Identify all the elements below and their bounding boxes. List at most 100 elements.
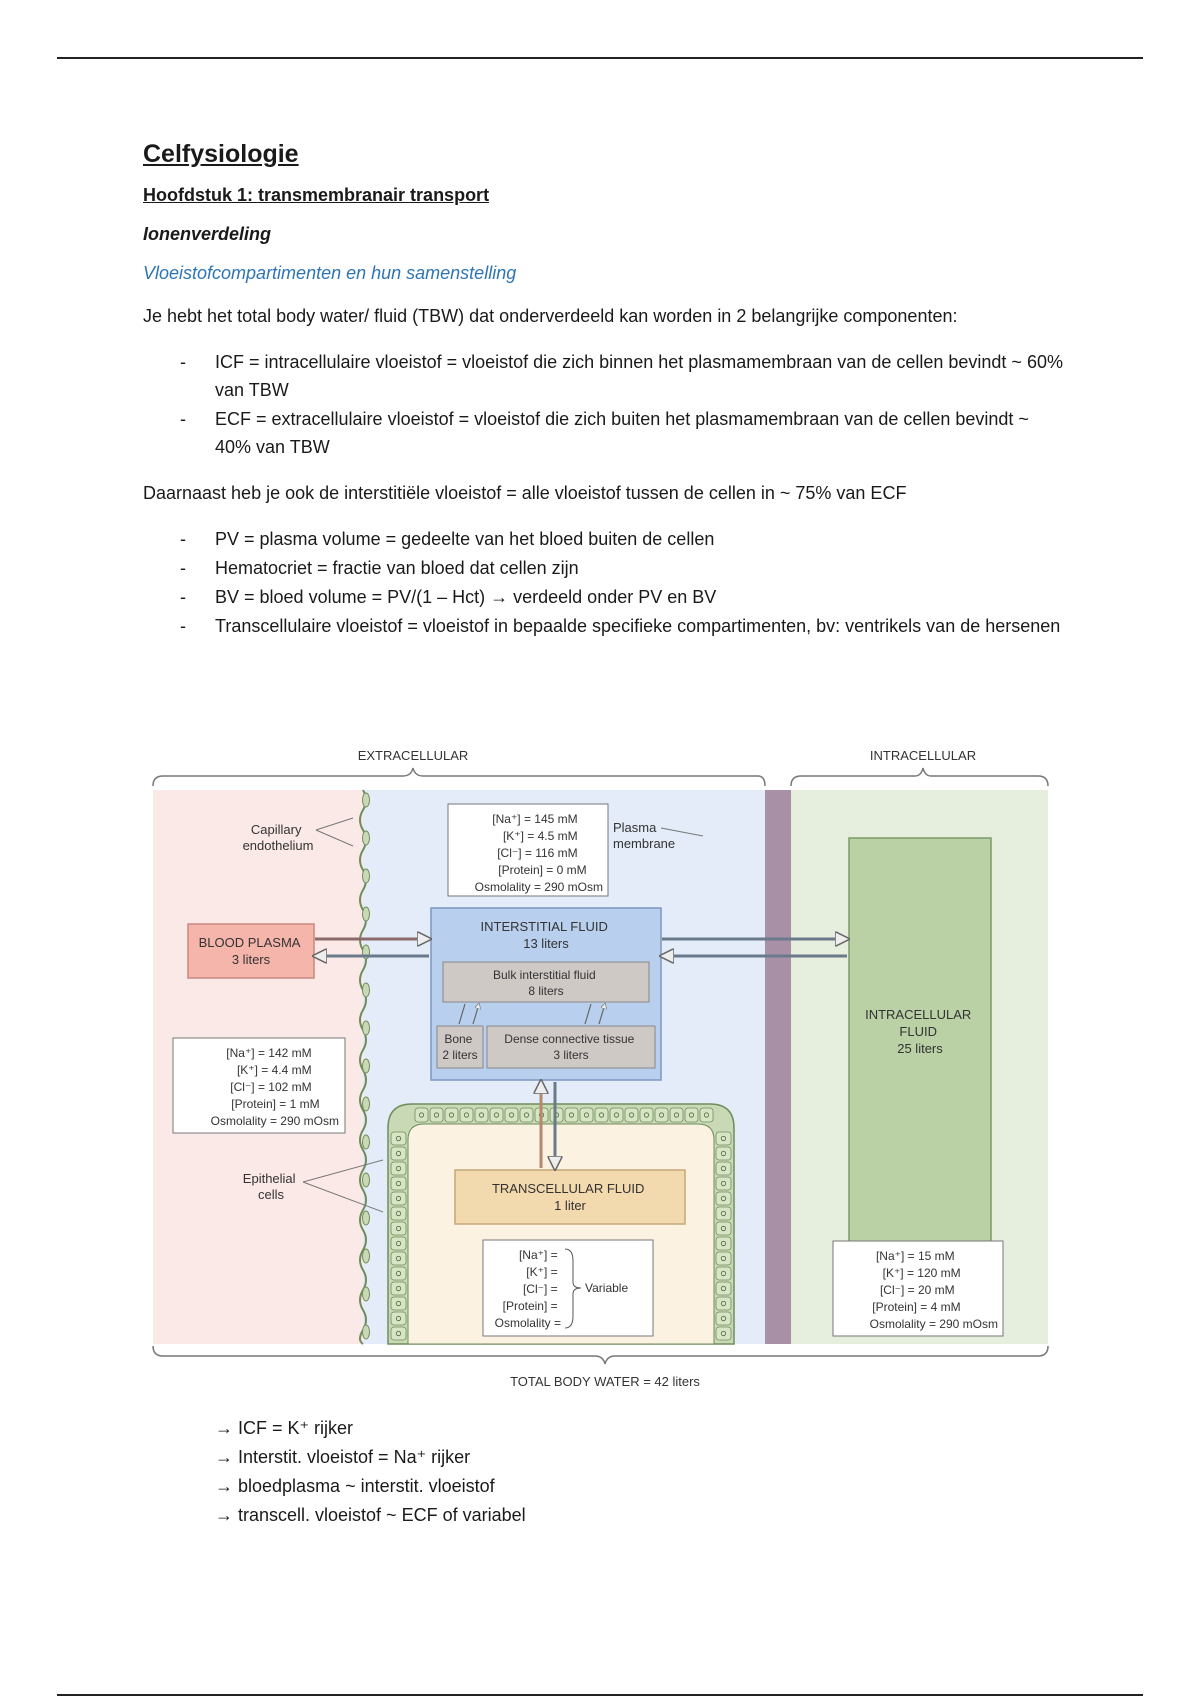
epithelial-nucleus	[395, 1180, 402, 1187]
subsection-heading: Vloeistofcompartimenten en hun samenstel…	[143, 263, 517, 283]
epithelial-cell	[715, 1221, 732, 1236]
bulk-interstitial-box	[442, 961, 650, 1003]
epithelial-cell	[390, 1281, 407, 1296]
epithelial-cell	[390, 1236, 407, 1251]
endothelial-cell	[362, 792, 370, 808]
endothelial-cell	[362, 1324, 370, 1340]
summary-notes: → ICF = K⁺ rijker → Interstit. vloeistof…	[215, 1414, 526, 1530]
epithelial-nucleus	[720, 1270, 727, 1277]
capillary-label: Capillary endothelium	[243, 822, 314, 853]
definition-list: PV = plasma volume = gedeelte van het bl…	[143, 525, 1063, 640]
epithelial-nucleus	[395, 1240, 402, 1247]
endothelial-cell	[362, 906, 370, 922]
endothelial-cell	[362, 830, 370, 846]
epithelial-cell	[715, 1281, 732, 1296]
epithelial-nucleus	[720, 1240, 727, 1247]
epithelial-cell	[715, 1251, 732, 1266]
document-body: Celfysiologie Hoofdstuk 1: transmembrana…	[143, 140, 1063, 658]
note-line: → Interstit. vloeistof = Na⁺ rijker	[215, 1447, 471, 1467]
epithelial-nucleus	[395, 1330, 402, 1337]
interstitial-paragraph: Daarnaast heb je ook de interstitiële vl…	[143, 483, 907, 503]
epithelial-cell	[414, 1107, 429, 1123]
compartment-list: ICF = intracellulaire vloeistof = vloeis…	[143, 348, 1063, 461]
epithelial-cell	[504, 1107, 519, 1123]
fluid-compartments-figure: EXTRACELLULAR INTRACELLULAR Capillary en…	[143, 746, 1068, 1396]
epithelial-nucleus	[448, 1112, 455, 1118]
note-line: → transcell. vloeistof ~ ECF of variabel	[215, 1505, 526, 1525]
epithelial-cell	[429, 1107, 444, 1123]
list-item: PV = plasma volume = gedeelte van het bl…	[143, 525, 1063, 553]
epithelial-nucleus	[395, 1225, 402, 1232]
intracellular-ion-values: [Na⁺] = 15 mM [K⁺] = 120 mM [Cl⁻] = 20 m…	[870, 1249, 998, 1331]
epithelial-cell	[390, 1161, 407, 1176]
epithelial-cell	[715, 1206, 732, 1221]
epithelial-cell	[684, 1107, 699, 1123]
endothelial-cell	[362, 868, 370, 884]
epithelial-cell	[715, 1176, 732, 1191]
variable-label: Variable	[585, 1281, 628, 1295]
total-body-water-brace	[152, 1345, 1049, 1365]
bone-box	[436, 1025, 484, 1069]
dense-tissue-label: Dense connective tissue 3 liters	[504, 1032, 637, 1062]
epithelial-cell	[390, 1176, 407, 1191]
epithelial-cell	[390, 1221, 407, 1236]
endothelial-cell	[362, 1286, 370, 1302]
note-line: → bloedplasma ~ interstit. vloeistof	[215, 1476, 495, 1496]
epithelial-nucleus	[720, 1135, 727, 1142]
epithelial-nucleus	[395, 1315, 402, 1322]
interstitial-ion-values: [Na⁺] = 145 mM [K⁺] = 4.5 mM [Cl⁻] = 116…	[475, 812, 603, 894]
transcellular-fluid-box	[454, 1169, 686, 1225]
epithelial-nucleus	[720, 1195, 727, 1202]
epithelial-nucleus	[720, 1255, 727, 1262]
transcellular-fluid-label: TRANSCELLULAR FLUID 1 liter	[492, 1181, 648, 1213]
epithelial-nucleus	[720, 1315, 727, 1322]
epithelial-nucleus	[720, 1285, 727, 1292]
transcellular-ion-box	[482, 1239, 654, 1337]
epithelial-cell	[390, 1326, 407, 1341]
bottom-rule	[57, 1694, 1143, 1696]
epithelial-cell	[489, 1107, 504, 1123]
list-item: Transcellulaire vloeistof = vloeistof in…	[143, 612, 1063, 640]
epithelial-nucleus	[418, 1112, 425, 1118]
endothelial-cells	[362, 792, 370, 1340]
epithelial-cell	[390, 1251, 407, 1266]
epithelial-nucleus	[720, 1210, 727, 1217]
epithelial-cell	[654, 1107, 669, 1123]
membrane-pointer	[660, 827, 704, 837]
epithelial-nucleus	[395, 1195, 402, 1202]
intracellular-brace	[790, 767, 1049, 787]
epithelial-cell	[715, 1191, 732, 1206]
epithelial-cell	[715, 1161, 732, 1176]
epithelial-nucleus	[433, 1112, 440, 1118]
epithelial-cell	[390, 1146, 407, 1161]
document-title: Celfysiologie	[143, 140, 299, 168]
epithelial-nucleus	[395, 1210, 402, 1217]
epithelial-cell	[594, 1107, 609, 1123]
capillary-pointer	[315, 817, 354, 847]
epithelial-cell	[639, 1107, 654, 1123]
bone-label: Bone 2 liters	[442, 1032, 477, 1062]
epithelial-cell	[390, 1296, 407, 1311]
epithelial-cell	[390, 1131, 407, 1146]
plasma-ion-box	[172, 1037, 346, 1134]
epithelial-cell	[390, 1191, 407, 1206]
variable-brace	[564, 1248, 582, 1329]
epithelial-cells	[390, 1107, 732, 1341]
intro-paragraph: Je hebt het total body water/ fluid (TBW…	[143, 306, 958, 326]
intracellular-ion-box	[832, 1240, 1004, 1337]
epithelial-nucleus	[395, 1165, 402, 1172]
epithelial-nucleus	[478, 1112, 485, 1118]
epithelial-cell	[390, 1311, 407, 1326]
endothelial-cell	[362, 982, 370, 998]
epithelial-cell	[519, 1107, 534, 1123]
epithelial-nucleus	[720, 1225, 727, 1232]
extracellular-brace	[152, 767, 766, 787]
epithelial-cell	[564, 1107, 579, 1123]
blood-plasma-box	[187, 923, 315, 979]
epithelial-cell	[609, 1107, 624, 1123]
plasma-membrane-label: Plasma membrane	[613, 820, 675, 851]
epithelial-cell	[715, 1326, 732, 1341]
epithelial-cell	[715, 1131, 732, 1146]
epithelial-nucleus	[395, 1300, 402, 1307]
epithelial-nucleus	[568, 1112, 575, 1118]
